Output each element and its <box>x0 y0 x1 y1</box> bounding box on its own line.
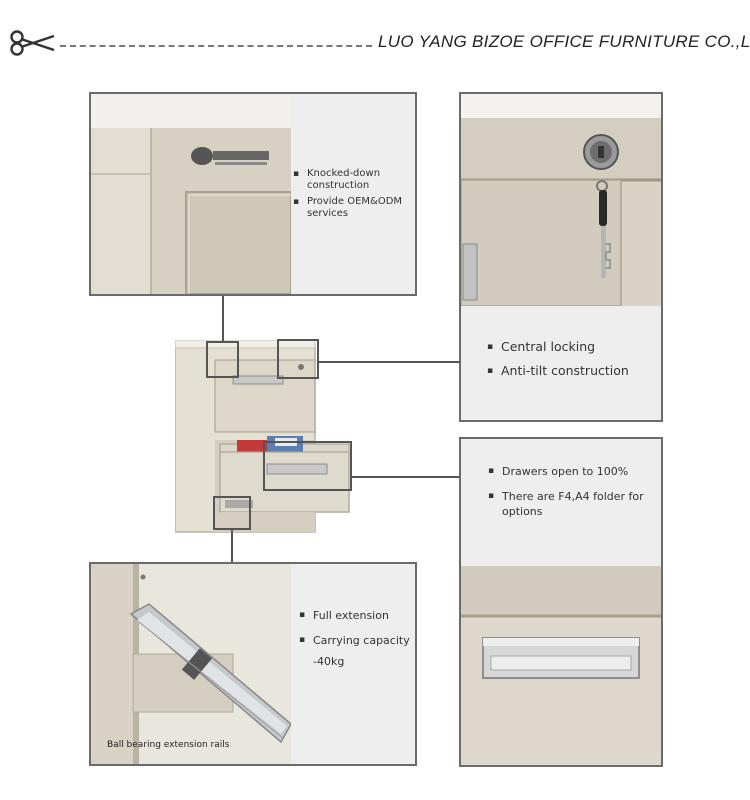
scissors-icon <box>10 30 55 56</box>
cabinet-top-closeup-photo <box>91 94 291 294</box>
bullet-item: Knocked-down construction <box>293 168 413 192</box>
highlight-box-lock <box>277 339 319 379</box>
bullet-list: Central locking Anti-tilt construction <box>487 339 657 379</box>
company-name: LUO YANG BIZOE OFFICE FURNITURE CO.,LTD. <box>378 32 750 51</box>
extension-rail-closeup-photo <box>91 564 291 764</box>
highlight-box-rail <box>213 496 251 530</box>
lock-closeup-photo <box>461 94 661 306</box>
filing-cabinet-photo <box>175 340 350 533</box>
bullet-item: There are F4,A4 folder for options <box>488 489 658 519</box>
panel-central-locking: Central locking Anti-tilt construction <box>459 92 663 422</box>
bullet-item: Full extension <box>299 608 415 623</box>
highlight-box-handle <box>263 441 352 491</box>
connector-line <box>222 296 224 342</box>
bullet-item: Central locking <box>487 339 657 355</box>
rail-caption: Ball bearing extension rails <box>107 740 230 750</box>
panel-drawers-open: Drawers open to 100% There are F4,A4 fol… <box>459 437 663 767</box>
highlight-box-logo <box>206 341 239 378</box>
bullet-item: Provide OEM&ODM services <box>293 196 413 220</box>
bullet-item: Anti-tilt construction <box>487 363 657 379</box>
bullet-list: Full extension Carrying capacity -40kg <box>299 608 415 672</box>
panel-full-extension: Full extension Carrying capacity -40kg B… <box>89 562 417 766</box>
panel-knocked-down: Knocked-down construction Provide OEM&OD… <box>89 92 417 296</box>
bullet-item: Carrying capacity -40kg <box>299 630 415 672</box>
header: LUO YANG BIZOE OFFICE FURNITURE CO.,LTD. <box>0 22 750 66</box>
drawer-handle-closeup-photo <box>461 566 661 765</box>
connector-line <box>231 530 233 563</box>
bullet-list: Drawers open to 100% There are F4,A4 fol… <box>488 464 658 519</box>
connector-line <box>319 361 460 363</box>
dashed-cut-line <box>60 45 372 47</box>
bullet-item: Drawers open to 100% <box>488 464 658 479</box>
bullet-list: Knocked-down construction Provide OEM&OD… <box>293 168 413 220</box>
connector-line <box>352 476 460 478</box>
